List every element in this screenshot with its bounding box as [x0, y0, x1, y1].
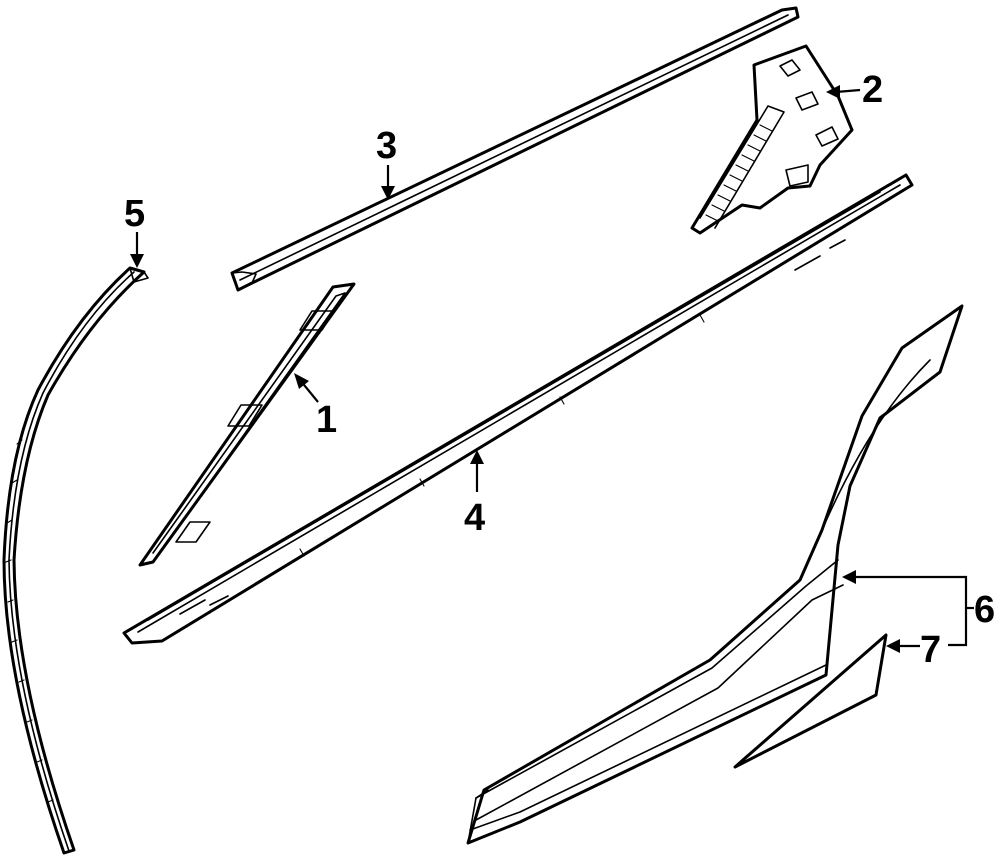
- callout-label-7: 7: [920, 629, 941, 671]
- callout-7: 7: [886, 629, 941, 671]
- callout-4: 4: [464, 450, 485, 539]
- callout-label-1: 1: [316, 399, 337, 441]
- callout-2: 2: [826, 69, 883, 111]
- part-3-belt-molding: [230, 6, 800, 292]
- callout-1: 1: [294, 373, 337, 441]
- part-2-bracket: [690, 44, 854, 235]
- part-1-pillar-trim: [138, 282, 356, 567]
- callout-3: 3: [376, 125, 397, 200]
- part-5-weatherstrip: [2, 266, 149, 855]
- callout-6: 6: [842, 570, 995, 647]
- callout-5: 5: [124, 193, 145, 268]
- callout-label-4: 4: [464, 497, 485, 539]
- callout-label-5: 5: [124, 193, 145, 235]
- part-4-belt-molding: [122, 173, 914, 645]
- part-7-molding-piece: [733, 633, 888, 769]
- callout-label-3: 3: [376, 125, 397, 167]
- callout-label-6: 6: [974, 589, 995, 631]
- part-6-door-molding: [466, 304, 964, 845]
- callout-label-2: 2: [862, 69, 883, 111]
